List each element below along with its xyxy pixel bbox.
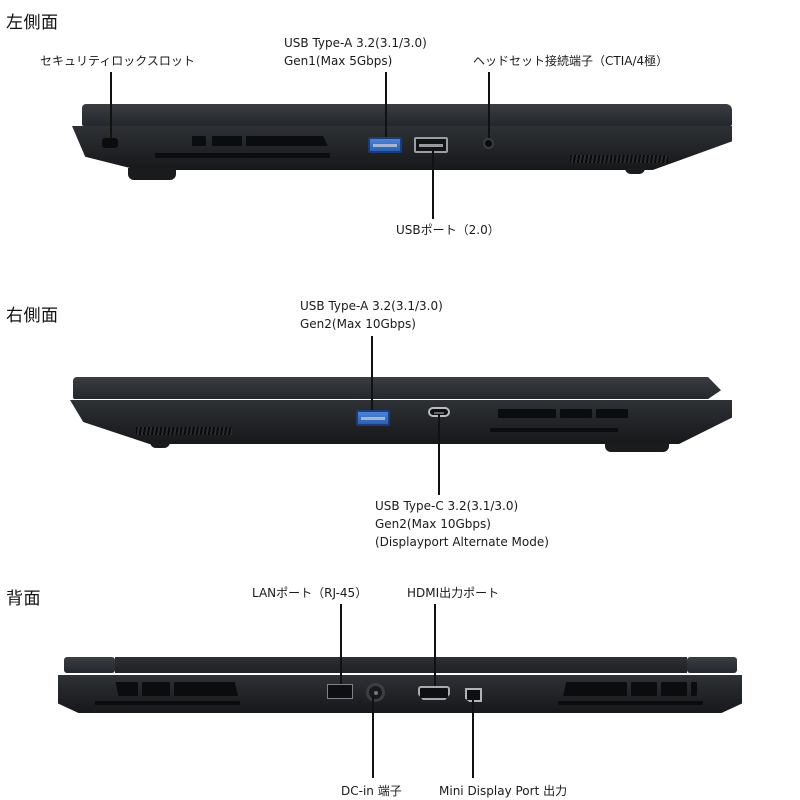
- speaker-grille: [136, 427, 232, 435]
- leader-line: [110, 72, 112, 138]
- hdmi-port-label: HDMI出力ポート: [407, 586, 500, 600]
- left-side-title: 左側面: [6, 13, 59, 33]
- rubber-foot: [625, 168, 645, 174]
- vent: [490, 428, 618, 432]
- vent: [691, 682, 697, 696]
- usb-c-label-line2: Gen2(Max 10Gbps): [375, 517, 491, 531]
- vent: [192, 136, 206, 146]
- base: [58, 675, 742, 713]
- vent: [115, 682, 138, 696]
- lid: [82, 104, 732, 126]
- vent: [498, 409, 556, 418]
- hinge-right: [687, 657, 737, 673]
- headset-jack: [483, 138, 494, 149]
- leader-line: [472, 698, 474, 778]
- back-side-title: 背面: [6, 589, 41, 609]
- leader-line: [340, 604, 342, 684]
- vent: [155, 153, 330, 158]
- leader-line: [434, 604, 436, 686]
- speaker-grille: [570, 155, 668, 163]
- leader-line: [438, 415, 440, 495]
- leader-line: [432, 149, 434, 219]
- vent: [631, 682, 657, 696]
- usb-a-gen1-port: [368, 137, 402, 153]
- hdmi-port: [418, 686, 450, 700]
- leader-line: [371, 336, 373, 410]
- laptop-left-side: [0, 0, 800, 260]
- vent: [95, 701, 240, 705]
- usb-a-gen1-label-line1: USB Type-A 3.2(3.1/3.0): [284, 36, 427, 50]
- leader-line: [488, 72, 490, 138]
- security-lock-label: セキュリティロックスロット: [40, 54, 195, 68]
- lid: [73, 377, 721, 399]
- rubber-foot: [605, 442, 669, 452]
- usb-a-gen2-label-line2: Gen2(Max 10Gbps): [300, 317, 416, 331]
- leader-line: [385, 72, 387, 137]
- usb-a-gen1-label-line2: Gen1(Max 5Gbps): [284, 54, 393, 68]
- mini-displayport-label: Mini Display Port 出力: [439, 784, 568, 798]
- usb-a-gen2-label-line1: USB Type-A 3.2(3.1/3.0): [300, 299, 443, 313]
- rubber-foot: [150, 442, 170, 448]
- right-side-title: 右側面: [6, 306, 59, 326]
- vent: [563, 682, 627, 696]
- vent: [560, 409, 592, 418]
- dc-in-label: DC-in 端子: [341, 784, 402, 798]
- hinge-left: [64, 657, 115, 673]
- vent: [661, 682, 687, 696]
- lan-port-label: LANポート（RJ-45）: [252, 586, 368, 600]
- headset-jack-label: ヘッドセット接続端子（CTIA/4極）: [473, 54, 669, 68]
- security-lock-slot: [102, 138, 118, 148]
- usb2-port: [414, 137, 448, 153]
- usb-a-gen2-port: [356, 410, 390, 426]
- base: [70, 400, 732, 444]
- leader-line: [372, 696, 374, 778]
- usb2-port-label: USBポート（2.0）: [396, 223, 500, 237]
- usb-c-label-line3: (Displayport Alternate Mode): [375, 535, 549, 549]
- vent: [596, 409, 628, 418]
- mini-displayport: [465, 688, 482, 702]
- vent: [174, 682, 238, 696]
- usb-c-label-line1: USB Type-C 3.2(3.1/3.0): [375, 499, 519, 513]
- vent: [212, 136, 242, 146]
- rubber-foot: [128, 168, 176, 180]
- lid-back: [115, 657, 687, 673]
- vent: [142, 682, 170, 696]
- vent: [246, 136, 328, 146]
- lan-port: [327, 684, 353, 699]
- vent: [558, 701, 703, 705]
- dc-in-port: [366, 683, 385, 702]
